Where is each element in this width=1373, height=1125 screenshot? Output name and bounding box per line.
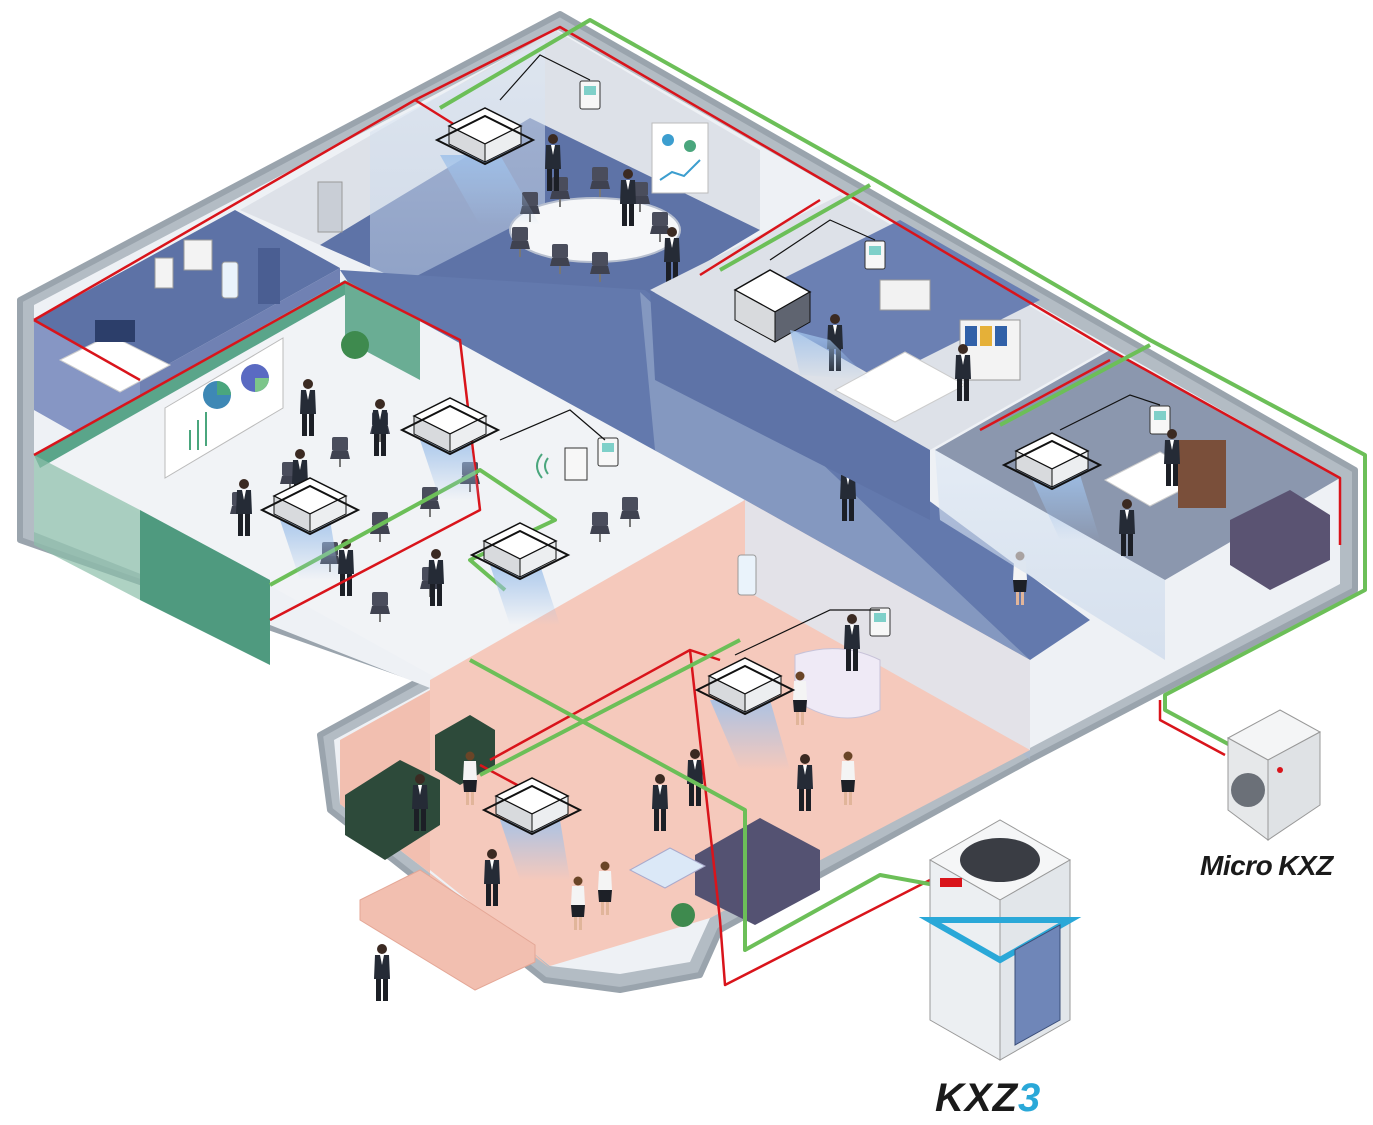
seminar-room (34, 280, 745, 680)
refrigerant-piping (33, 25, 1342, 987)
micro-kxz-label-part1: Micro (1200, 850, 1273, 881)
chart-board-icon (651, 122, 709, 194)
outdoor-unit-icon (1231, 773, 1265, 807)
outdoor-unit-micro-kxz (1226, 709, 1322, 841)
plant-icon (671, 903, 695, 927)
wireless-signal-icon (536, 453, 549, 479)
outdoor-unit-kxz3 (918, 819, 1082, 1061)
indoor-units (261, 107, 1101, 880)
outdoor-unit-icon (960, 838, 1040, 882)
sofa-icon (695, 818, 820, 925)
kxz3-label-part1: KXZ (935, 1076, 1018, 1120)
controller-cables (499, 54, 1161, 656)
micro-kxz-label-part2: KXZ (1278, 850, 1333, 881)
kxz3-label-part2: 3 (1018, 1076, 1042, 1120)
kxz3-label: KXZ3 (935, 1076, 1041, 1121)
plant-icon (341, 331, 369, 359)
control-wiring (269, 18, 1367, 952)
ducted-unit-icon (733, 269, 870, 380)
